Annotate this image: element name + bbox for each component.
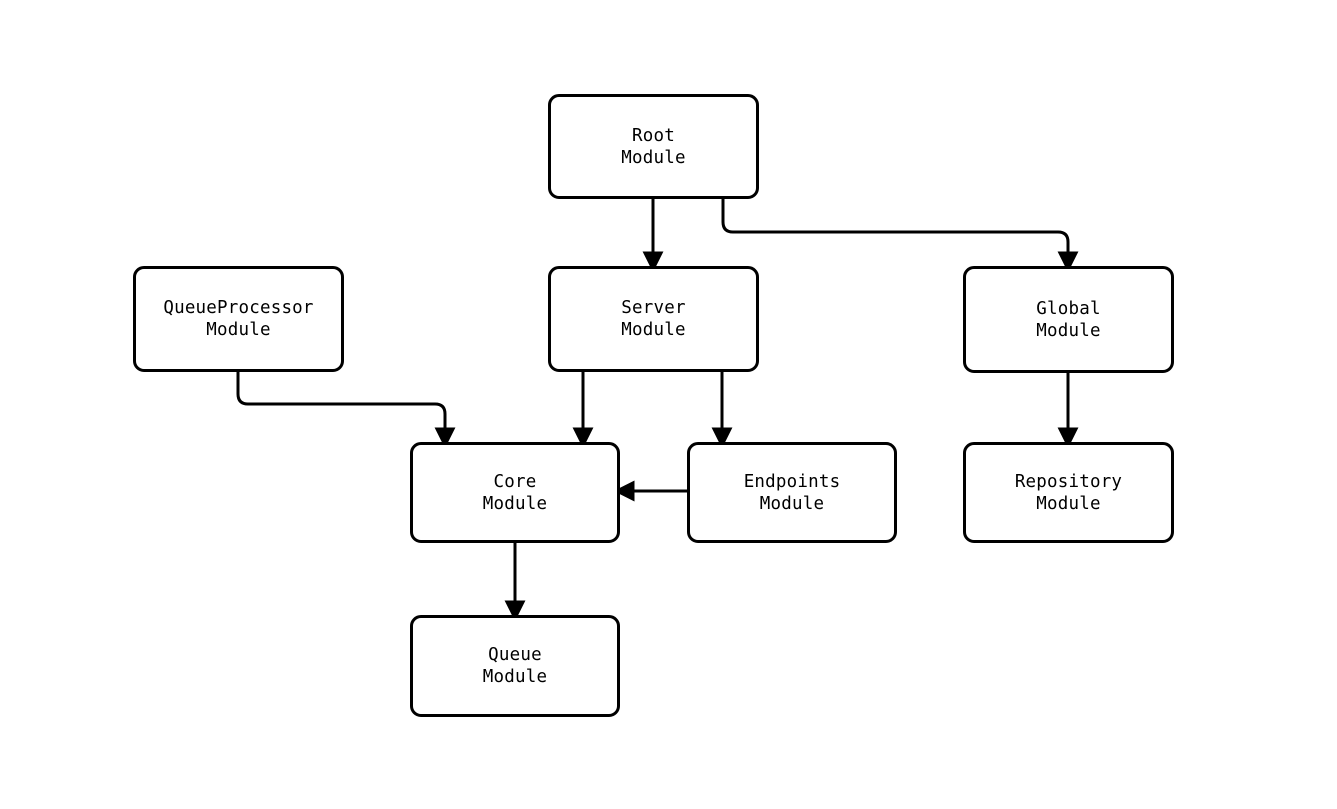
node-server-module-label: Server Module xyxy=(621,298,686,340)
node-root-module[interactable]: Root Module xyxy=(548,94,759,199)
edge-root-to-global xyxy=(721,199,1079,273)
node-queueprocessor-module-label: QueueProcessor Module xyxy=(163,298,314,340)
node-root-module-label: Root Module xyxy=(621,125,686,168)
node-global-module[interactable]: Global Module xyxy=(963,266,1174,373)
node-core-module-label: Core Module xyxy=(482,471,548,514)
node-server-module[interactable]: Server Module xyxy=(548,266,759,372)
node-global-module-label: Global Module xyxy=(1036,298,1101,341)
node-endpoints-module-label: Endpoints Module xyxy=(743,471,841,514)
node-queue-module-label: Queue Module xyxy=(482,645,548,687)
node-queueprocessor-module[interactable]: QueueProcessor Module xyxy=(133,266,344,372)
node-queue-module[interactable]: Queue Module xyxy=(410,615,620,717)
node-endpoints-module[interactable]: Endpoints Module xyxy=(687,442,897,543)
node-repository-module-label: Repository Module xyxy=(1014,471,1123,514)
node-core-module[interactable]: Core Module xyxy=(410,442,620,543)
edge-queueprocessor-to-core xyxy=(236,372,456,449)
node-repository-module[interactable]: Repository Module xyxy=(963,442,1174,543)
